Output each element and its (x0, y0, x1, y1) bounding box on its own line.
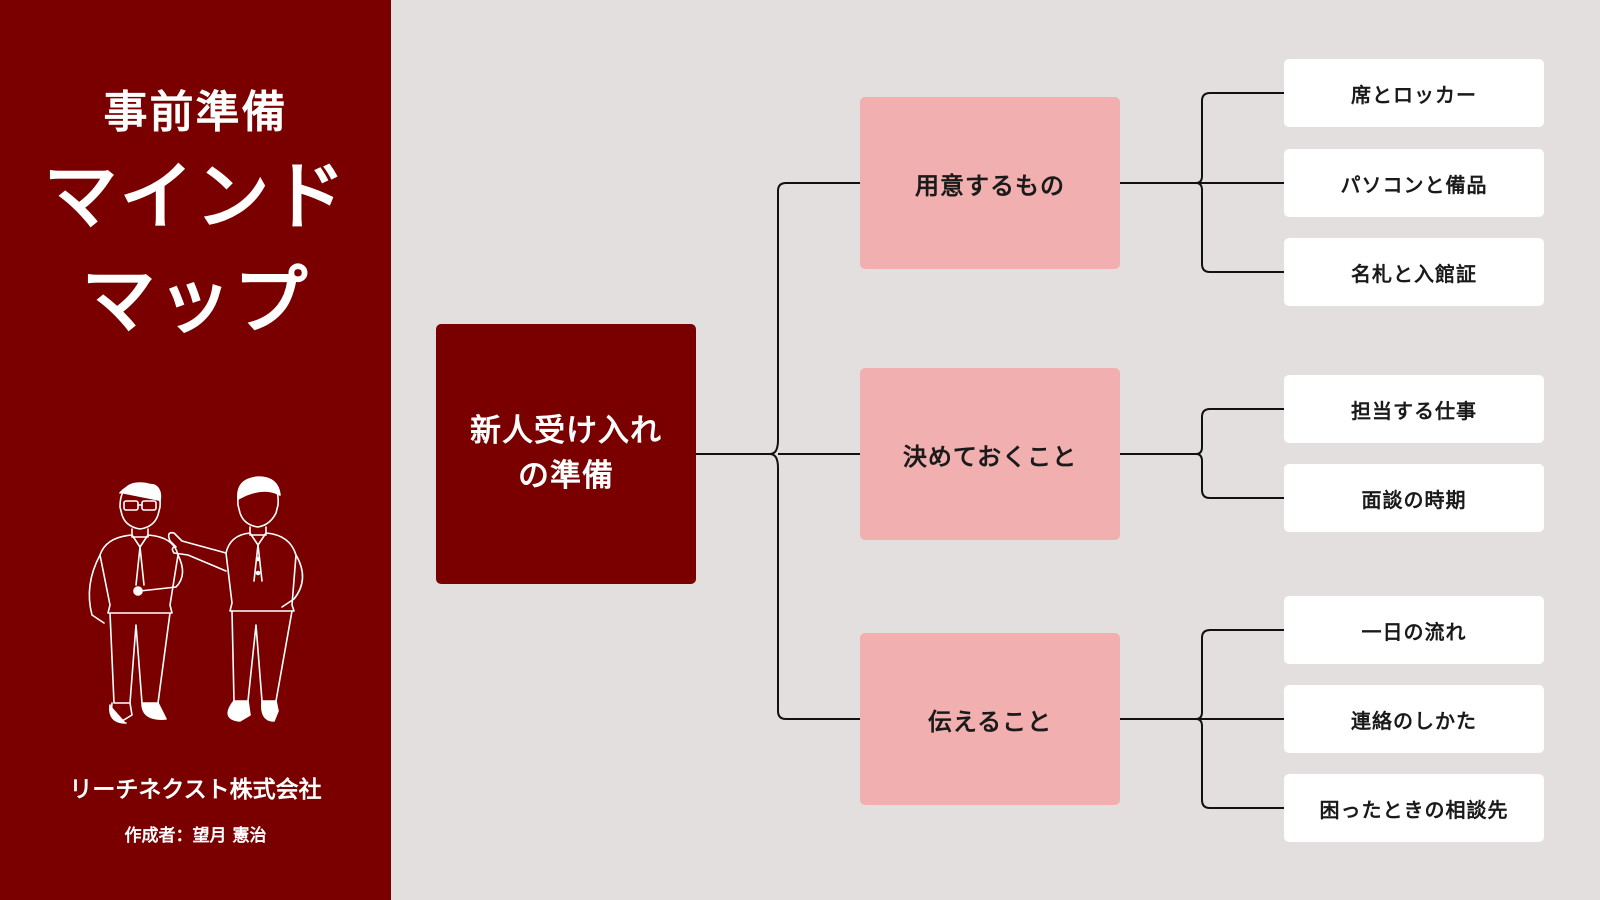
two-businessmen-illustration-icon (88, 476, 304, 724)
author-credit: 作成者：望月 憲治 (124, 826, 267, 846)
connector-b2-leaf2 (1195, 453, 1284, 499)
center-node: 新人受け入れ の準備 (436, 324, 696, 584)
leaf-node: 連絡のしかた (1284, 685, 1544, 753)
connector-b3-leaf1 (1195, 629, 1284, 720)
leaf-node: 一日の流れ (1284, 596, 1544, 664)
sidebar-title-line2: マップ (81, 258, 310, 344)
sidebar-title-line1: マインド (43, 154, 348, 240)
leaf-node: 席とロッカー (1284, 59, 1544, 127)
leaf-node: パソコンと備品 (1284, 149, 1544, 217)
connector-branch-1 (769, 182, 860, 455)
leaf-node: 困ったときの相談先 (1284, 774, 1544, 842)
branch-node-decide: 決めておくこと (860, 368, 1120, 540)
connector-b3-leaf3 (1195, 718, 1284, 809)
center-node-line1: 新人受け入れ (470, 413, 662, 450)
connector-b2-leaf1 (1195, 408, 1284, 455)
connector-b1-leaf3 (1195, 182, 1284, 273)
sidebar-subtitle: 事前準備 (103, 87, 288, 138)
connector-branch-3 (769, 453, 860, 720)
center-node-line2: の準備 (518, 458, 614, 494)
branch-node-tell: 伝えること (860, 633, 1120, 805)
company-name: リーチネクスト株式会社 (69, 777, 322, 803)
leaf-node: 面談の時期 (1284, 464, 1544, 532)
leaf-node: 担当する仕事 (1284, 375, 1544, 443)
sidebar-panel: 事前準備 マインド マップ リーチネクスト株式会社 作成者：望月 憲治 (0, 0, 391, 900)
connector-b1-leaf1 (1195, 92, 1284, 184)
branch-node-prepare: 用意するもの (860, 97, 1120, 269)
leaf-node: 名札と入館証 (1284, 238, 1544, 306)
